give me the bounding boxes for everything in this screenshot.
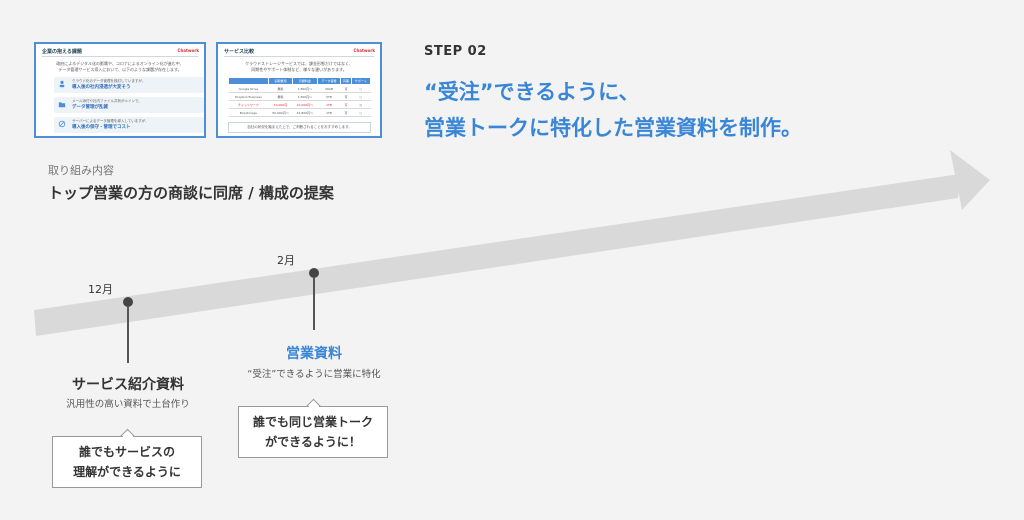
chatwork-logo: Chatwork xyxy=(353,48,375,53)
slide-title: サービス比較 xyxy=(224,49,255,55)
slide-divider xyxy=(42,56,198,57)
issue-card: クラウド化のデータ管理を検討していますが、 導入後の社内浸透が大変そう xyxy=(54,77,204,93)
section-title: トップ営業の方の商談に同席 / 構成の提案 xyxy=(48,184,334,202)
table-row: Boxstorage 50,000円〜 41,800円〜 1TB 可 ○ xyxy=(228,108,371,117)
comparison-table: 初期費用 月額料金 データ容量 同期 サポート Google Drive 無料 … xyxy=(228,77,372,117)
table-cell: 41,800円〜 xyxy=(292,108,318,117)
table-header: 月額料金 xyxy=(292,77,318,85)
slide-thumbnail-comparison: サービス比較 Chatwork クラウドストレージサービスでは、課金形態だけでは… xyxy=(216,42,382,138)
table-header: 初期費用 xyxy=(267,77,294,85)
slide-footer-note: 自社の状況を踏まえた上で、ご判断されることをおすすめします。 xyxy=(228,122,371,133)
milestone-title: 営業資料 xyxy=(286,346,342,362)
table-cell: 1,500円〜 xyxy=(292,92,318,101)
table-cell: ○ xyxy=(351,108,371,117)
table-cell: 可 xyxy=(340,84,352,93)
issue-card-note: クラウド化のデータ管理を検討していますが、 xyxy=(72,79,146,83)
callout-text: 誰でもサービスの 理解ができるように xyxy=(73,444,181,479)
milestone-callout: 誰でも同じ営業トーク ができるように！ xyxy=(238,406,388,458)
table-cell: Google Drive xyxy=(228,84,269,93)
table-cell: 5TB xyxy=(317,92,341,101)
headline-line-1: “受注”できるように、 xyxy=(424,80,640,104)
table-cell: 1TB xyxy=(317,108,341,117)
folder-icon xyxy=(58,102,66,108)
issue-card-headline: データ管理が乱雑 xyxy=(72,105,108,110)
callout-text: 誰でも同じ営業トーク ができるように！ xyxy=(252,414,373,449)
table-header: サポート xyxy=(350,77,372,85)
issue-card-headline: 導入後の保守・管理でコスト xyxy=(72,125,131,130)
table-cell: 1,800円〜 xyxy=(292,84,318,93)
table-row: Google Drive 無料 1,800円〜 30GB 可 ○ xyxy=(228,84,371,93)
table-cell: 可 xyxy=(340,108,352,117)
slide-title: 企業の抱える課題 xyxy=(42,49,82,55)
slide-lead-line: 政府によるデジタル化の影響や、コロナによるオンライン化が進む中、 xyxy=(56,61,184,66)
slide-lead-line: 同期性やサポート体制など、様々な違いがあります。 xyxy=(251,67,347,72)
milestone-subtitle: “受注”できるように営業に特化 xyxy=(247,369,381,380)
table-cell: 30GB xyxy=(317,84,341,93)
table-cell: 10,000円〜 xyxy=(292,100,318,109)
table-cell: ○ xyxy=(351,84,371,93)
bubble-top-border-left xyxy=(52,436,123,437)
milestone-title: サービス紹介資料 xyxy=(72,377,184,393)
bubble-top-border-left xyxy=(238,406,309,407)
milestone-dot xyxy=(123,297,133,307)
milestone-callout: 誰でもサービスの 理解ができるように xyxy=(52,436,202,488)
slide-divider xyxy=(224,56,374,57)
slide-thumbnail-issues: 企業の抱える課題 Chatwork 政府によるデジタル化の影響や、コロナによるオ… xyxy=(34,42,206,138)
table-header-row: 初期費用 月額料金 データ容量 同期 サポート xyxy=(228,77,372,85)
issue-card-note: サーバーによるデータ管理を導入していますが、 xyxy=(72,119,149,123)
milestone-subtitle: 汎用性の高い資料で土台作り xyxy=(66,399,190,410)
issue-card: サーバーによるデータ管理を導入していますが、 導入後の保守・管理でコスト xyxy=(54,117,204,133)
table-cell: 可 xyxy=(340,100,352,109)
slide-lead-line: データ管理サービス導入において、以下のような課題が存在します。 xyxy=(58,67,182,72)
table-header: 同期 xyxy=(340,77,352,85)
issue-card-headline: 導入後の社内浸透が大変そう xyxy=(72,85,131,90)
table-cell: 無料 xyxy=(268,84,293,93)
people-icon xyxy=(59,80,65,88)
table-cell: 50,000円〜 xyxy=(268,108,293,117)
table-row-highlight: チャットワーク 10,000円 10,000円〜 1TB 可 ◎ xyxy=(228,100,371,109)
section-label: 取り組み内容 xyxy=(48,164,114,177)
milestone-month: 12月 xyxy=(88,283,113,296)
table-cell: Boxstorage xyxy=(228,108,269,117)
milestone-dot xyxy=(309,268,319,278)
table-cell: チャットワーク xyxy=(228,100,269,109)
issue-card-note: メール添付や社内ファイル共有がメインで、 xyxy=(72,99,142,103)
bubble-top-border-right xyxy=(133,436,202,437)
table-row: Dropbox Business 無料 1,500円〜 5TB 可 ○ xyxy=(228,92,371,101)
milestone-connector xyxy=(313,278,315,330)
table-header xyxy=(228,77,269,85)
table-cell: ○ xyxy=(351,92,371,101)
table-cell: Dropbox Business xyxy=(228,92,269,101)
table-cell: 無料 xyxy=(268,92,293,101)
step-label: STEP 02 xyxy=(424,44,487,59)
bubble-top-border-right xyxy=(319,406,388,407)
issue-card: メール添付や社内ファイル共有がメインで、 データ管理が乱雑 xyxy=(54,97,204,113)
milestone-month: 2月 xyxy=(277,254,295,267)
cost-icon xyxy=(58,120,66,128)
table-cell: 可 xyxy=(340,92,352,101)
table-cell: 10,000円 xyxy=(268,100,293,109)
table-header: データ容量 xyxy=(316,77,342,85)
table-cell: 1TB xyxy=(317,100,341,109)
slide-lead-line: クラウドストレージサービスでは、課金形態だけではなく、 xyxy=(245,61,353,66)
table-cell: ◎ xyxy=(351,100,371,109)
milestone-connector xyxy=(127,307,129,363)
headline-line-2: 営業トークに特化した営業資料を制作。 xyxy=(424,116,802,140)
chatwork-logo: Chatwork xyxy=(177,48,199,53)
